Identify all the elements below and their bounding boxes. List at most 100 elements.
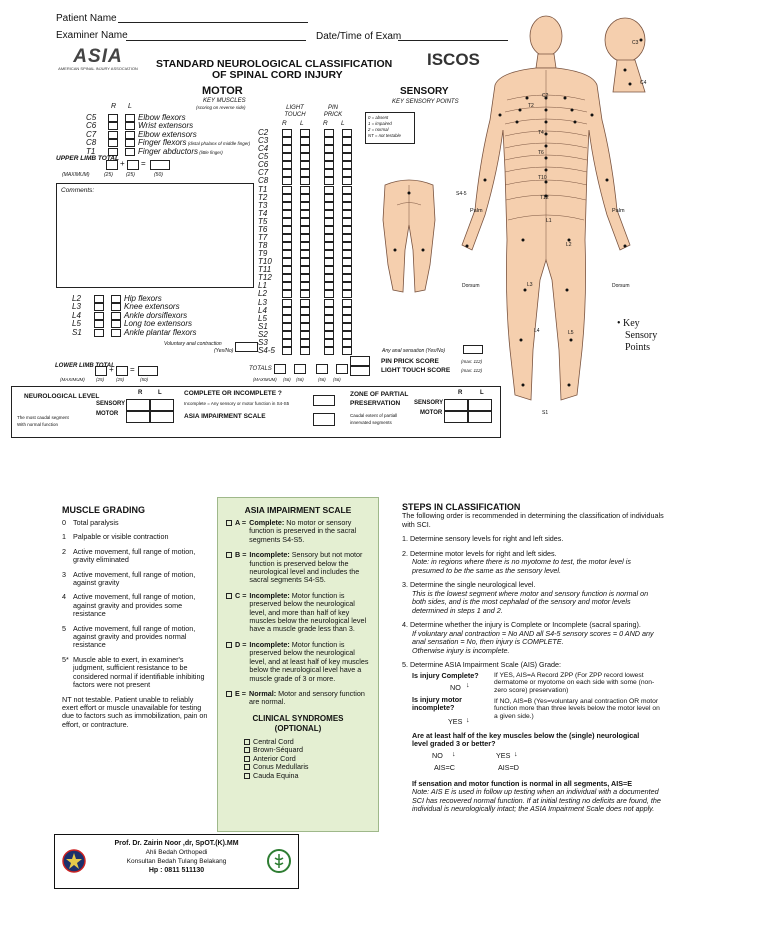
- lt-total-r[interactable]: [274, 364, 286, 374]
- syndrome-checkbox[interactable]: [244, 738, 250, 745]
- lt-r-cell[interactable]: [282, 314, 292, 323]
- pp-l-cell[interactable]: [342, 314, 352, 323]
- motor-score-r[interactable]: [108, 147, 118, 156]
- pp-r-cell[interactable]: [324, 201, 334, 210]
- lt-l-cell[interactable]: [300, 145, 310, 154]
- lt-r-cell[interactable]: [282, 129, 292, 138]
- pp-r-cell[interactable]: [324, 177, 334, 186]
- lt-l-cell[interactable]: [300, 306, 310, 315]
- lt-l-cell[interactable]: [300, 209, 310, 218]
- pp-l-cell[interactable]: [342, 201, 352, 210]
- pp-r-cell[interactable]: [324, 129, 334, 138]
- lt-r-cell[interactable]: [282, 193, 292, 202]
- light-touch-score-box[interactable]: [350, 366, 370, 376]
- pp-r-cell[interactable]: [324, 153, 334, 162]
- lt-l-cell[interactable]: [300, 266, 310, 275]
- lower-total-l-box[interactable]: [116, 366, 128, 376]
- lt-r-cell[interactable]: [282, 185, 292, 194]
- pp-l-cell[interactable]: [342, 169, 352, 178]
- motor-score-l[interactable]: [111, 295, 121, 303]
- motor-score-l[interactable]: [111, 320, 121, 329]
- motor-score-r[interactable]: [108, 122, 118, 131]
- lt-r-cell[interactable]: [282, 322, 292, 331]
- asia-grade-checkbox[interactable]: [226, 690, 232, 697]
- syndrome-checkbox[interactable]: [244, 755, 250, 762]
- lt-l-cell[interactable]: [300, 282, 310, 291]
- motor-score-l[interactable]: [111, 303, 121, 312]
- pp-r-cell[interactable]: [324, 338, 334, 347]
- lt-l-cell[interactable]: [300, 314, 310, 323]
- pp-r-cell[interactable]: [324, 193, 334, 202]
- pp-r-cell[interactable]: [324, 306, 334, 315]
- patient-name-field[interactable]: [118, 22, 308, 23]
- syndrome-checkbox[interactable]: [244, 764, 250, 771]
- motor-score-l[interactable]: [111, 328, 121, 337]
- pp-l-cell[interactable]: [342, 242, 352, 251]
- voluntary-anal-box[interactable]: [235, 342, 258, 352]
- motor-score-l[interactable]: [125, 139, 135, 148]
- lt-l-cell[interactable]: [300, 322, 310, 331]
- neuro-motor-l[interactable]: [150, 411, 174, 423]
- motor-score-r[interactable]: [94, 328, 104, 337]
- syndrome-checkbox[interactable]: [244, 747, 250, 754]
- motor-score-r[interactable]: [94, 303, 104, 312]
- lt-r-cell[interactable]: [282, 338, 292, 347]
- motor-score-r[interactable]: [108, 130, 118, 139]
- lt-r-cell[interactable]: [282, 137, 292, 146]
- lt-l-cell[interactable]: [300, 153, 310, 162]
- motor-score-r[interactable]: [94, 295, 104, 303]
- lt-l-cell[interactable]: [300, 242, 310, 251]
- zpp-motor-r[interactable]: [444, 411, 468, 423]
- lt-l-cell[interactable]: [300, 233, 310, 242]
- pp-l-cell[interactable]: [342, 161, 352, 170]
- zpp-sensory-l[interactable]: [468, 399, 492, 411]
- lt-l-cell[interactable]: [300, 225, 310, 234]
- pp-r-cell[interactable]: [324, 161, 334, 170]
- lt-l-cell[interactable]: [300, 177, 310, 186]
- pp-total-r[interactable]: [316, 364, 328, 374]
- lt-r-cell[interactable]: [282, 161, 292, 170]
- pp-l-cell[interactable]: [342, 274, 352, 283]
- pp-r-cell[interactable]: [324, 209, 334, 218]
- pp-l-cell[interactable]: [342, 282, 352, 291]
- lt-r-cell[interactable]: [282, 209, 292, 218]
- motor-score-l[interactable]: [125, 114, 135, 122]
- pp-l-cell[interactable]: [342, 185, 352, 194]
- date-time-field[interactable]: [398, 40, 508, 41]
- pp-l-cell[interactable]: [342, 290, 352, 299]
- pp-r-cell[interactable]: [324, 242, 334, 251]
- pp-r-cell[interactable]: [324, 346, 334, 355]
- lt-r-cell[interactable]: [282, 298, 292, 307]
- pp-r-cell[interactable]: [324, 250, 334, 259]
- pp-r-cell[interactable]: [324, 137, 334, 146]
- pp-l-cell[interactable]: [342, 298, 352, 307]
- comments-box[interactable]: Comments:: [56, 183, 254, 288]
- pin-prick-score-box[interactable]: [350, 356, 370, 366]
- motor-score-l[interactable]: [125, 122, 135, 131]
- asia-grade-checkbox[interactable]: [226, 552, 232, 559]
- lt-l-cell[interactable]: [300, 346, 310, 355]
- lt-r-cell[interactable]: [282, 217, 292, 226]
- lt-l-cell[interactable]: [300, 217, 310, 226]
- lower-total-box[interactable]: [138, 366, 158, 376]
- motor-score-r[interactable]: [108, 114, 118, 122]
- pp-l-cell[interactable]: [342, 266, 352, 275]
- upper-total-l-box[interactable]: [127, 160, 139, 170]
- lt-l-cell[interactable]: [300, 274, 310, 283]
- lt-r-cell[interactable]: [282, 153, 292, 162]
- lt-r-cell[interactable]: [282, 225, 292, 234]
- motor-score-l[interactable]: [125, 130, 135, 139]
- lt-l-cell[interactable]: [300, 185, 310, 194]
- lt-r-cell[interactable]: [282, 290, 292, 299]
- pp-l-cell[interactable]: [342, 129, 352, 138]
- motor-score-r[interactable]: [108, 139, 118, 148]
- neuro-sensory-l[interactable]: [150, 399, 174, 411]
- asia-grade-checkbox[interactable]: [226, 592, 232, 599]
- neuro-sensory-r[interactable]: [126, 399, 150, 411]
- pp-r-cell[interactable]: [324, 290, 334, 299]
- lt-l-cell[interactable]: [300, 169, 310, 178]
- neuro-motor-r[interactable]: [126, 411, 150, 423]
- lt-l-cell[interactable]: [300, 161, 310, 170]
- lt-total-l[interactable]: [294, 364, 306, 374]
- lt-r-cell[interactable]: [282, 306, 292, 315]
